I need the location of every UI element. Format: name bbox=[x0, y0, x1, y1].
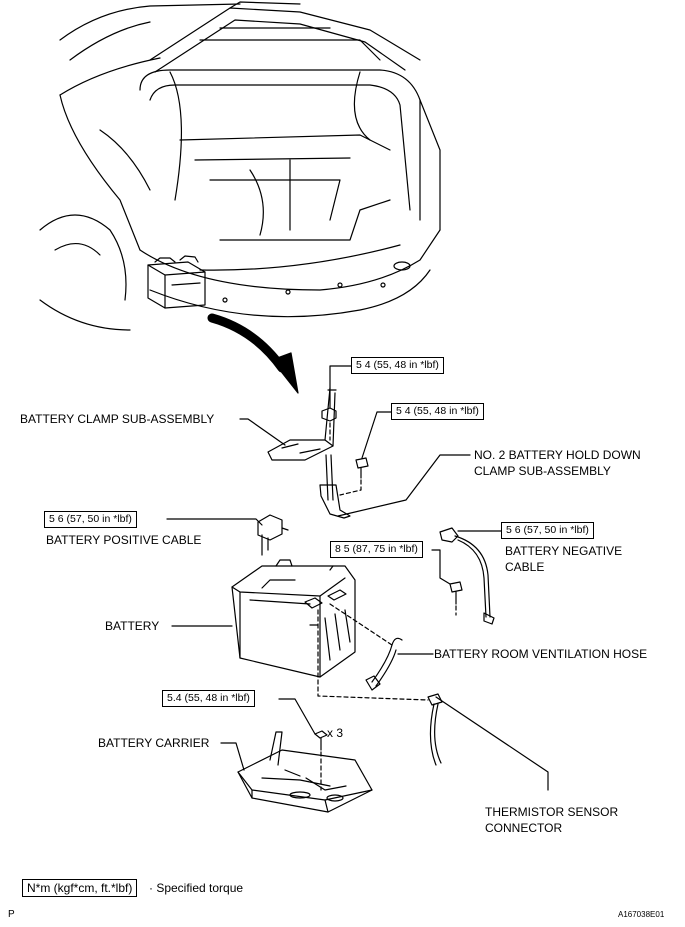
dashed-guide-lines bbox=[317, 422, 457, 791]
thermistor-connector-illustration bbox=[427, 693, 443, 766]
label-battery-clamp: BATTERY CLAMP SUB-ASSEMBLY bbox=[20, 412, 215, 426]
footer-page-marker: P bbox=[8, 909, 15, 920]
battery-carrier-illustration bbox=[237, 731, 373, 813]
torque-box-negative: 5 6 (57, 50 in *lbf) bbox=[501, 522, 594, 539]
label-hold-down-line1: NO. 2 BATTERY HOLD DOWN bbox=[474, 448, 641, 462]
label-thermistor-line1: THERMISTOR SENSOR bbox=[485, 805, 619, 819]
torque-box-clamp-nut: 5 4 (55, 48 in *lbf) bbox=[351, 357, 444, 374]
label-positive-cable: BATTERY POSITIVE CABLE bbox=[46, 533, 202, 547]
negative-cable-illustration bbox=[439, 527, 495, 625]
torque-box-carrier: 5.4 (55, 48 in *lbf) bbox=[162, 690, 255, 707]
label-times-three: x 3 bbox=[327, 726, 344, 740]
legend-unit-box: N*m (kgf*cm, ft.*lbf) bbox=[22, 879, 138, 897]
footer-figure-id: A167038E01 bbox=[618, 910, 665, 919]
label-battery-carrier: BATTERY CARRIER bbox=[98, 736, 210, 750]
torque-box-positive: 5 6 (57, 50 in *lbf) bbox=[44, 511, 137, 528]
leader-lines bbox=[166, 365, 549, 791]
torque-box-hold-down-bolt: 5 4 (55, 48 in *lbf) bbox=[391, 403, 484, 420]
label-battery: BATTERY bbox=[105, 619, 160, 633]
ventilation-hose-illustration bbox=[365, 637, 403, 691]
positive-terminal-illustration bbox=[257, 514, 289, 556]
hold-down-illustration bbox=[319, 454, 351, 519]
car-rear-illustration bbox=[39, 1, 441, 331]
small-battery-illustration bbox=[147, 255, 206, 309]
label-thermistor-line2: CONNECTOR bbox=[485, 821, 563, 835]
label-hold-down-line2: CLAMP SUB-ASSEMBLY bbox=[474, 464, 611, 478]
main-battery-illustration bbox=[231, 559, 356, 678]
torque-box-negative-bolt: 8 5 (87, 75 in *lbf) bbox=[330, 541, 423, 558]
label-negative-cable-line2: CABLE bbox=[505, 560, 545, 574]
legend-description: · Specified torque bbox=[149, 881, 244, 895]
callout-arrow bbox=[207, 313, 287, 373]
label-vent-hose: BATTERY ROOM VENTILATION HOSE bbox=[434, 647, 648, 661]
battery-clamp-illustration bbox=[267, 387, 337, 461]
label-negative-cable-line1: BATTERY NEGATIVE bbox=[505, 544, 623, 558]
